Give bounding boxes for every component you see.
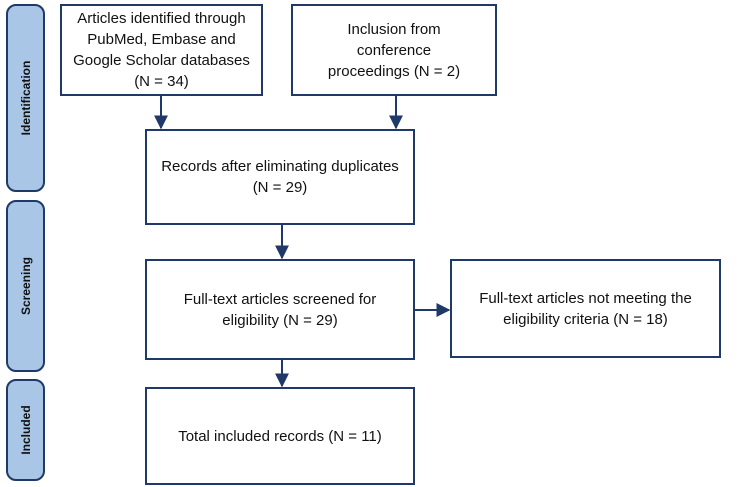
conference-box-text: Inclusion from conference proceedings (N… <box>327 20 461 80</box>
included-stage-bar: Included <box>6 379 45 481</box>
excluded-box-text: Full-text articles not meeting the eligi… <box>479 289 692 328</box>
databases-box: Articles identified through PubMed, Emba… <box>60 4 263 96</box>
databases-box-text: Articles identified through PubMed, Emba… <box>73 10 250 90</box>
conference-box: Inclusion from conference proceedings (N… <box>291 4 497 96</box>
screening-stage-label: Screening <box>18 256 33 316</box>
identification-stage-bar: Identification <box>6 4 45 192</box>
duplicates-box: Records after eliminating duplicates (N … <box>145 129 415 225</box>
duplicates-box-text: Records after eliminating duplicates (N … <box>161 158 399 196</box>
screening-stage-bar: Screening <box>6 200 45 372</box>
excluded-box: Full-text articles not meeting the eligi… <box>450 259 721 358</box>
identification-stage-label: Identification <box>18 60 33 136</box>
screened-box: Full-text articles screened for eligibil… <box>145 259 415 360</box>
included-stage-label: Included <box>18 405 33 455</box>
included-box-text: Total included records (N = 11) <box>178 427 382 445</box>
included-box: Total included records (N = 11) <box>145 387 415 485</box>
screened-box-text: Full-text articles screened for eligibil… <box>183 290 377 329</box>
